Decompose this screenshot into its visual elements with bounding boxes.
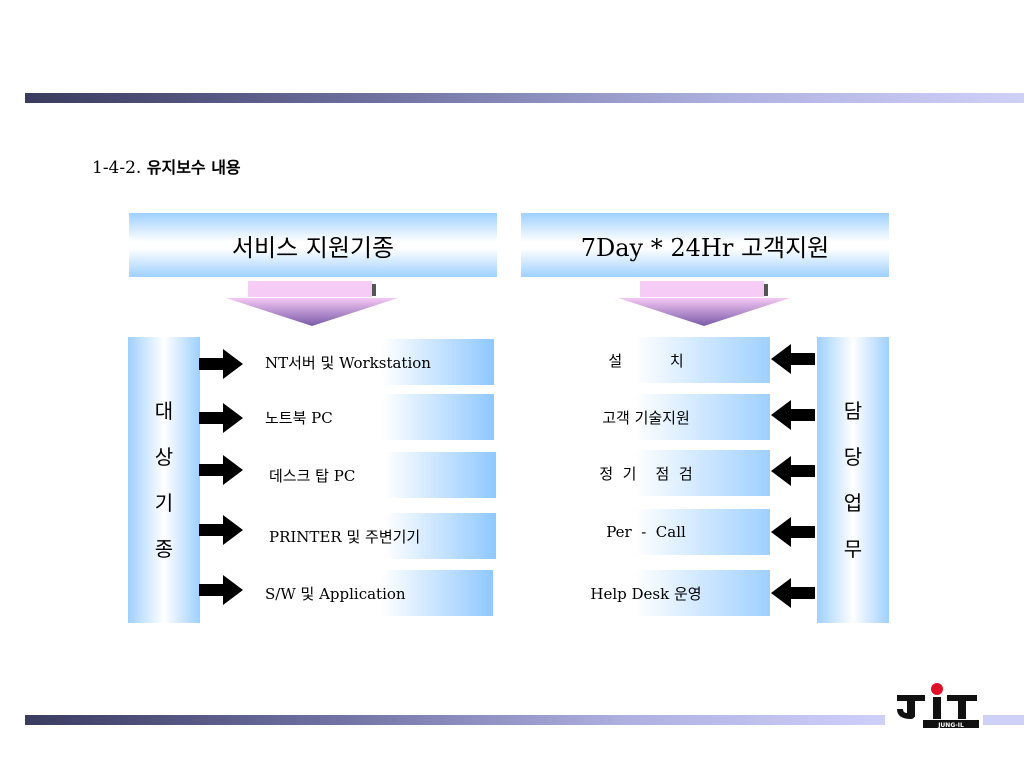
right-arrow-icon xyxy=(199,575,243,605)
right-side-char: 무 xyxy=(843,537,863,561)
right-side-label-box: 담 당 업 무 xyxy=(817,337,889,623)
bottom-divider-bar xyxy=(25,715,885,725)
left-side-char: 기 xyxy=(154,491,174,515)
left-item-box: S/W 및 Application xyxy=(245,570,493,616)
right-item-box: 고객 기술지원 xyxy=(522,394,770,440)
bottom-divider-bar-end xyxy=(983,715,1024,725)
right-arrow-icon xyxy=(199,515,243,545)
left-arrow-icon xyxy=(771,578,815,608)
right-arrow-icon xyxy=(199,455,243,485)
left-header-text: 서비스 지원기종 xyxy=(231,233,395,262)
right-item-label: 고객 기술지원 xyxy=(602,408,690,427)
right-side-char: 업 xyxy=(843,491,863,515)
left-item-label: S/W 및 Application xyxy=(265,584,406,603)
right-item-label: Help Desk 운영 xyxy=(590,584,702,603)
right-funnel-arrow xyxy=(618,281,790,326)
right-item-label: Per - Call xyxy=(606,523,686,541)
left-item-label: NT서버 및 Workstation xyxy=(265,353,431,372)
left-item-label: PRINTER 및 주변기기 xyxy=(269,527,421,546)
right-arrow-icon xyxy=(199,349,243,379)
left-side-char: 대 xyxy=(154,399,174,423)
section-number: 1-4-2. xyxy=(92,158,142,178)
left-arrow-icon xyxy=(771,456,815,486)
left-item-box: 노트북 PC xyxy=(245,394,494,440)
left-arrow-icon xyxy=(771,344,815,374)
right-side-char: 담 xyxy=(843,399,863,423)
left-item-label: 노트북 PC xyxy=(265,408,333,427)
right-arrow-icon xyxy=(199,403,243,433)
left-side-label-box: 대 상 기 종 xyxy=(128,337,200,623)
right-item-box: 설 치 xyxy=(522,337,770,383)
jit-logo: JUNG-IL xyxy=(893,683,981,729)
left-arrow-icon xyxy=(771,400,815,430)
top-divider-bar xyxy=(25,93,1024,103)
right-item-box: Help Desk 운영 xyxy=(522,570,770,616)
right-item-label: 설 치 xyxy=(608,351,684,370)
right-item-box: 정 기 점 검 xyxy=(522,450,770,496)
section-title: 유지보수 내용 xyxy=(146,158,241,177)
right-item-label: 정 기 점 검 xyxy=(599,464,693,483)
left-funnel-arrow xyxy=(226,281,398,326)
right-header-text: 7Day * 24Hr 고객지원 xyxy=(580,233,830,262)
left-arrow-icon xyxy=(771,517,815,547)
left-side-char: 상 xyxy=(154,445,174,469)
left-item-box: PRINTER 및 주변기기 xyxy=(249,513,496,559)
right-side-char: 당 xyxy=(843,445,863,469)
left-header-box: 서비스 지원기종 xyxy=(129,213,497,277)
left-item-label: 데스크 탑 PC xyxy=(269,466,356,485)
right-item-box: Per - Call xyxy=(522,509,770,555)
page-title: 1-4-2. 유지보수 내용 xyxy=(92,154,241,178)
left-item-box: NT서버 및 Workstation xyxy=(245,339,494,385)
right-header-box: 7Day * 24Hr 고객지원 xyxy=(521,213,889,277)
left-side-char: 종 xyxy=(154,537,174,561)
svg-text:JUNG-IL: JUNG-IL xyxy=(937,722,964,729)
left-item-box: 데스크 탑 PC xyxy=(249,452,496,498)
